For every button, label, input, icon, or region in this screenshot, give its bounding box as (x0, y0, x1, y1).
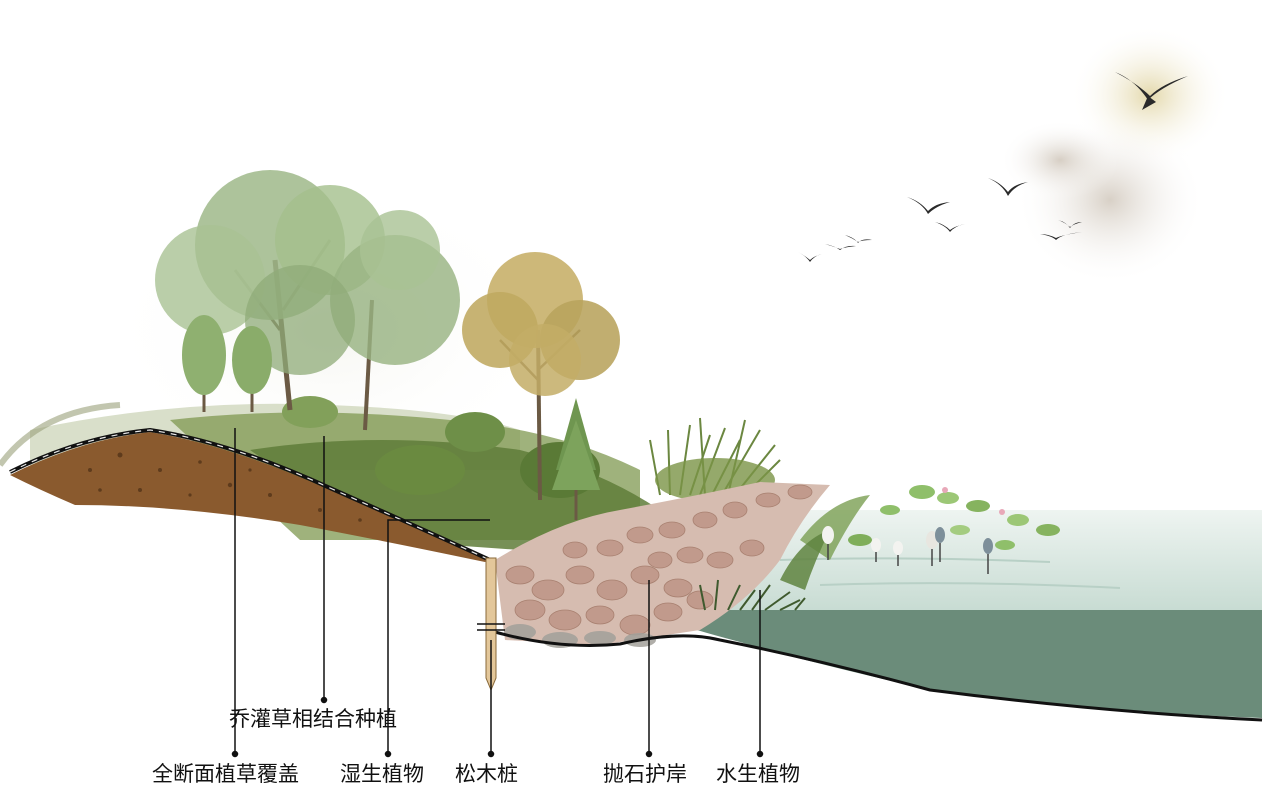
label-wetland-plants: 湿生植物 (340, 762, 424, 786)
label-riprap-revetment: 抛石护岸 (603, 762, 687, 786)
pine-pile-icon (477, 557, 505, 692)
autumn-tree-icon (462, 252, 620, 501)
ground-profile (494, 630, 1263, 722)
label-pine-piles: 松木桩 (455, 762, 518, 786)
large-tree-cluster (155, 170, 460, 431)
heron-birds-icon (822, 526, 993, 574)
label-full-section-grass-cover: 全断面植草覆盖 (152, 762, 299, 786)
sky-clouds (1000, 25, 1230, 285)
submerged-plant-icon (699, 579, 806, 611)
label-aquatic-plants: 水生植物 (716, 762, 800, 786)
label-tree-shrub-grass-planting: 乔灌草相结合种植 (229, 707, 397, 731)
riprap-stones (495, 482, 830, 648)
soil-embankment (0, 402, 491, 562)
conifer-tree-icon (552, 398, 600, 520)
flying-birds-icon (798, 72, 1188, 262)
leader-lines (231, 428, 764, 758)
aquatic-plant-group (780, 485, 1060, 590)
small-tree-icon (182, 315, 272, 412)
